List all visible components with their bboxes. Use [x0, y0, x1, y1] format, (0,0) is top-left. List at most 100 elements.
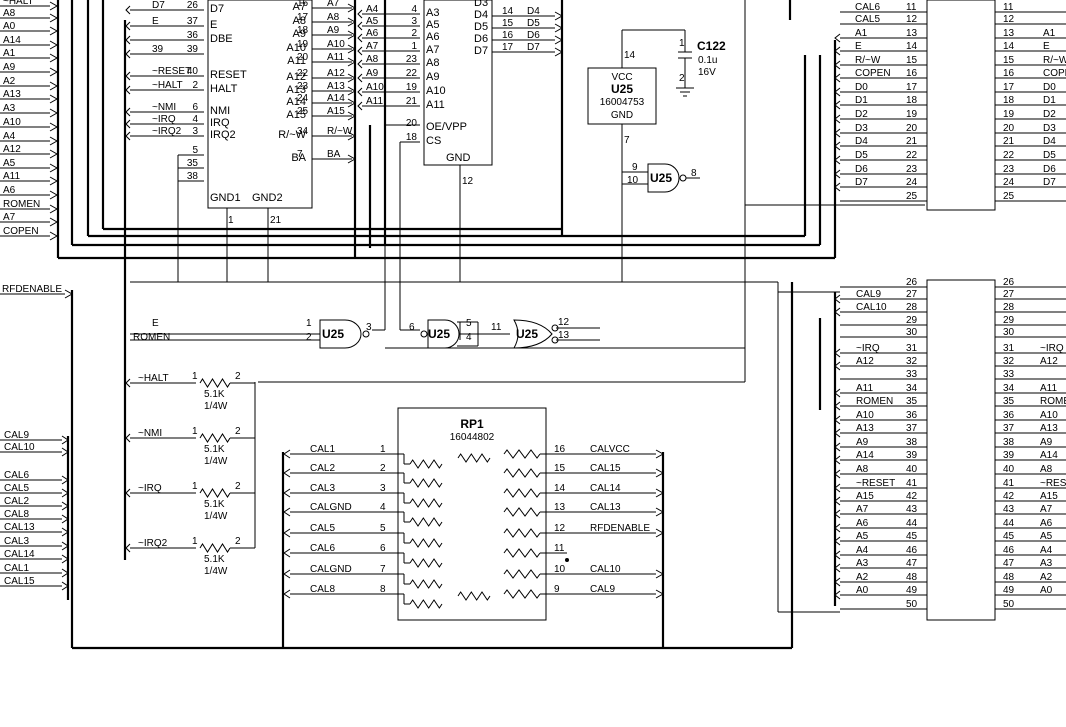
bus-entry: [834, 442, 841, 452]
bus-entry: [834, 169, 841, 179]
gate-left-net: E: [152, 318, 159, 329]
bus-entry: [834, 563, 841, 573]
bus-entry: [283, 468, 291, 478]
conn-top-out-net: D5: [1043, 150, 1056, 161]
rom-pin-number: 18: [406, 132, 418, 143]
cpu-gnd1-pin: 1: [228, 215, 234, 226]
conn-bot-out-pin: 44: [1003, 518, 1015, 529]
conn-bot-out-net: A15: [1040, 491, 1058, 502]
resistor-body: [199, 488, 231, 498]
bus-entry: [655, 589, 665, 599]
rp1-right-pin: 13: [554, 502, 566, 513]
bus-entry: [347, 73, 357, 83]
gate-mid-pin: 5: [466, 318, 472, 329]
resistor-net: ~HALT: [138, 373, 169, 384]
conn-bot-net: A3: [856, 558, 869, 569]
conn-bot-out-pin: 46: [1003, 545, 1015, 556]
conn-bot-pin: 35: [906, 396, 918, 407]
bus-entry: [834, 46, 841, 56]
conn-bot-net: A14: [856, 450, 874, 461]
conn-top-pin: 11: [906, 2, 917, 13]
conn-top-out-net: D3: [1043, 123, 1056, 134]
bus-entry: [125, 5, 131, 15]
cpu-pin-number: 36: [187, 30, 199, 41]
gate-right-ref: U25: [516, 327, 538, 341]
bus-entry: [49, 94, 59, 104]
bus-entry: [347, 17, 357, 27]
rp1-left-pin: 5: [380, 523, 386, 534]
resistor-pin: 2: [235, 481, 241, 492]
conn-top-net: R/~W: [855, 55, 881, 66]
conn-top-out-net: D2: [1043, 109, 1056, 120]
left-cal-label: CAL9: [4, 430, 29, 441]
rom-net-label: A5: [366, 16, 379, 27]
conn-bot-out-net: A4: [1040, 545, 1053, 556]
cpu-pin-number: 6: [192, 102, 198, 113]
resistor-net: ~NMI: [138, 428, 162, 439]
cap-value: 0.1u: [698, 55, 717, 66]
conn-bot-net: A2: [856, 572, 869, 583]
rom-pin-number: 1: [411, 41, 417, 52]
conn-top-out-pin: 18: [1003, 95, 1015, 106]
rp1-right-net: CAL14: [590, 483, 621, 494]
conn-bot-out-net: A9: [1040, 437, 1053, 448]
rom-pin-number: 17: [502, 42, 514, 53]
bus-entry: [49, 40, 59, 50]
conn-bot-out-pin: 27: [1003, 289, 1015, 300]
cpu-pin-name: A10: [286, 42, 306, 54]
bus-entry: [655, 449, 665, 459]
resistor-net: ~IRQ: [138, 483, 162, 494]
resistor-value: 5.1K: [204, 389, 225, 400]
left-signal-label: A6: [3, 185, 16, 196]
conn-top-pin: 20: [906, 123, 918, 134]
left-signal-label: A1: [3, 48, 16, 59]
left-signal-label: ROMEN: [3, 199, 40, 210]
bus-entry: [49, 204, 59, 214]
conn-bot-pin: 30: [906, 327, 918, 338]
rom-net-label: D6: [527, 30, 540, 41]
left-cal-label: CAL15: [4, 576, 35, 587]
cpu-pin-number: 18: [297, 25, 309, 36]
conn-bot-out-pin: 39: [1003, 450, 1015, 461]
rp1-resistor: [503, 589, 541, 599]
rp1-left-net: CAL1: [310, 444, 335, 455]
conn-bot-pin: 29: [906, 315, 918, 326]
conn-bot-net: A4: [856, 545, 869, 556]
u25-ref: U25: [611, 82, 633, 96]
u25-vcc-label: VCC: [611, 72, 632, 83]
bus-entry: [283, 548, 291, 558]
bus-entry: [61, 554, 69, 564]
bus-entry: [834, 114, 841, 124]
bus-entry: [357, 59, 363, 69]
resistor-body: [199, 433, 231, 443]
left-signal-label: A3: [3, 103, 16, 114]
bus-entry: [125, 71, 131, 81]
bus-entry: [357, 73, 363, 83]
gate-top-ref: U25: [650, 171, 672, 185]
conn-bot-net: ~IRQ: [856, 343, 880, 354]
cpu-pin-name: A15: [286, 109, 306, 121]
rom-net-label: D7: [527, 42, 540, 53]
bus-entry: [834, 294, 841, 304]
bus-entry: [283, 569, 291, 579]
bus-entry: [61, 501, 69, 511]
conn-bot-net: ~RESET: [856, 478, 895, 489]
cpu-pin-name: IRQ: [210, 117, 230, 129]
conn-bot-pin: 49: [906, 585, 918, 596]
cpu-net-label: ~NMI: [152, 102, 176, 113]
left-signal-label: A8: [3, 8, 16, 19]
cap-ref: C122: [697, 39, 726, 53]
conn-bot-pin: 31: [906, 343, 918, 354]
conn-top-net: D5: [855, 150, 868, 161]
rp1-right-pin: 16: [554, 444, 566, 455]
conn-top-net: D1: [855, 95, 868, 106]
conn-bot-out-pin: 38: [1003, 437, 1015, 448]
rp1-left-net: CAL8: [310, 584, 335, 595]
gate-top-pin: 8: [691, 168, 697, 179]
rp1-resistor: [409, 558, 443, 568]
rp1-resistor: [503, 528, 541, 538]
bus-entry: [834, 590, 841, 600]
conn-bot-out-pin: 45: [1003, 531, 1015, 542]
bus-entry: [49, 108, 59, 118]
bus-entry: [125, 85, 131, 95]
